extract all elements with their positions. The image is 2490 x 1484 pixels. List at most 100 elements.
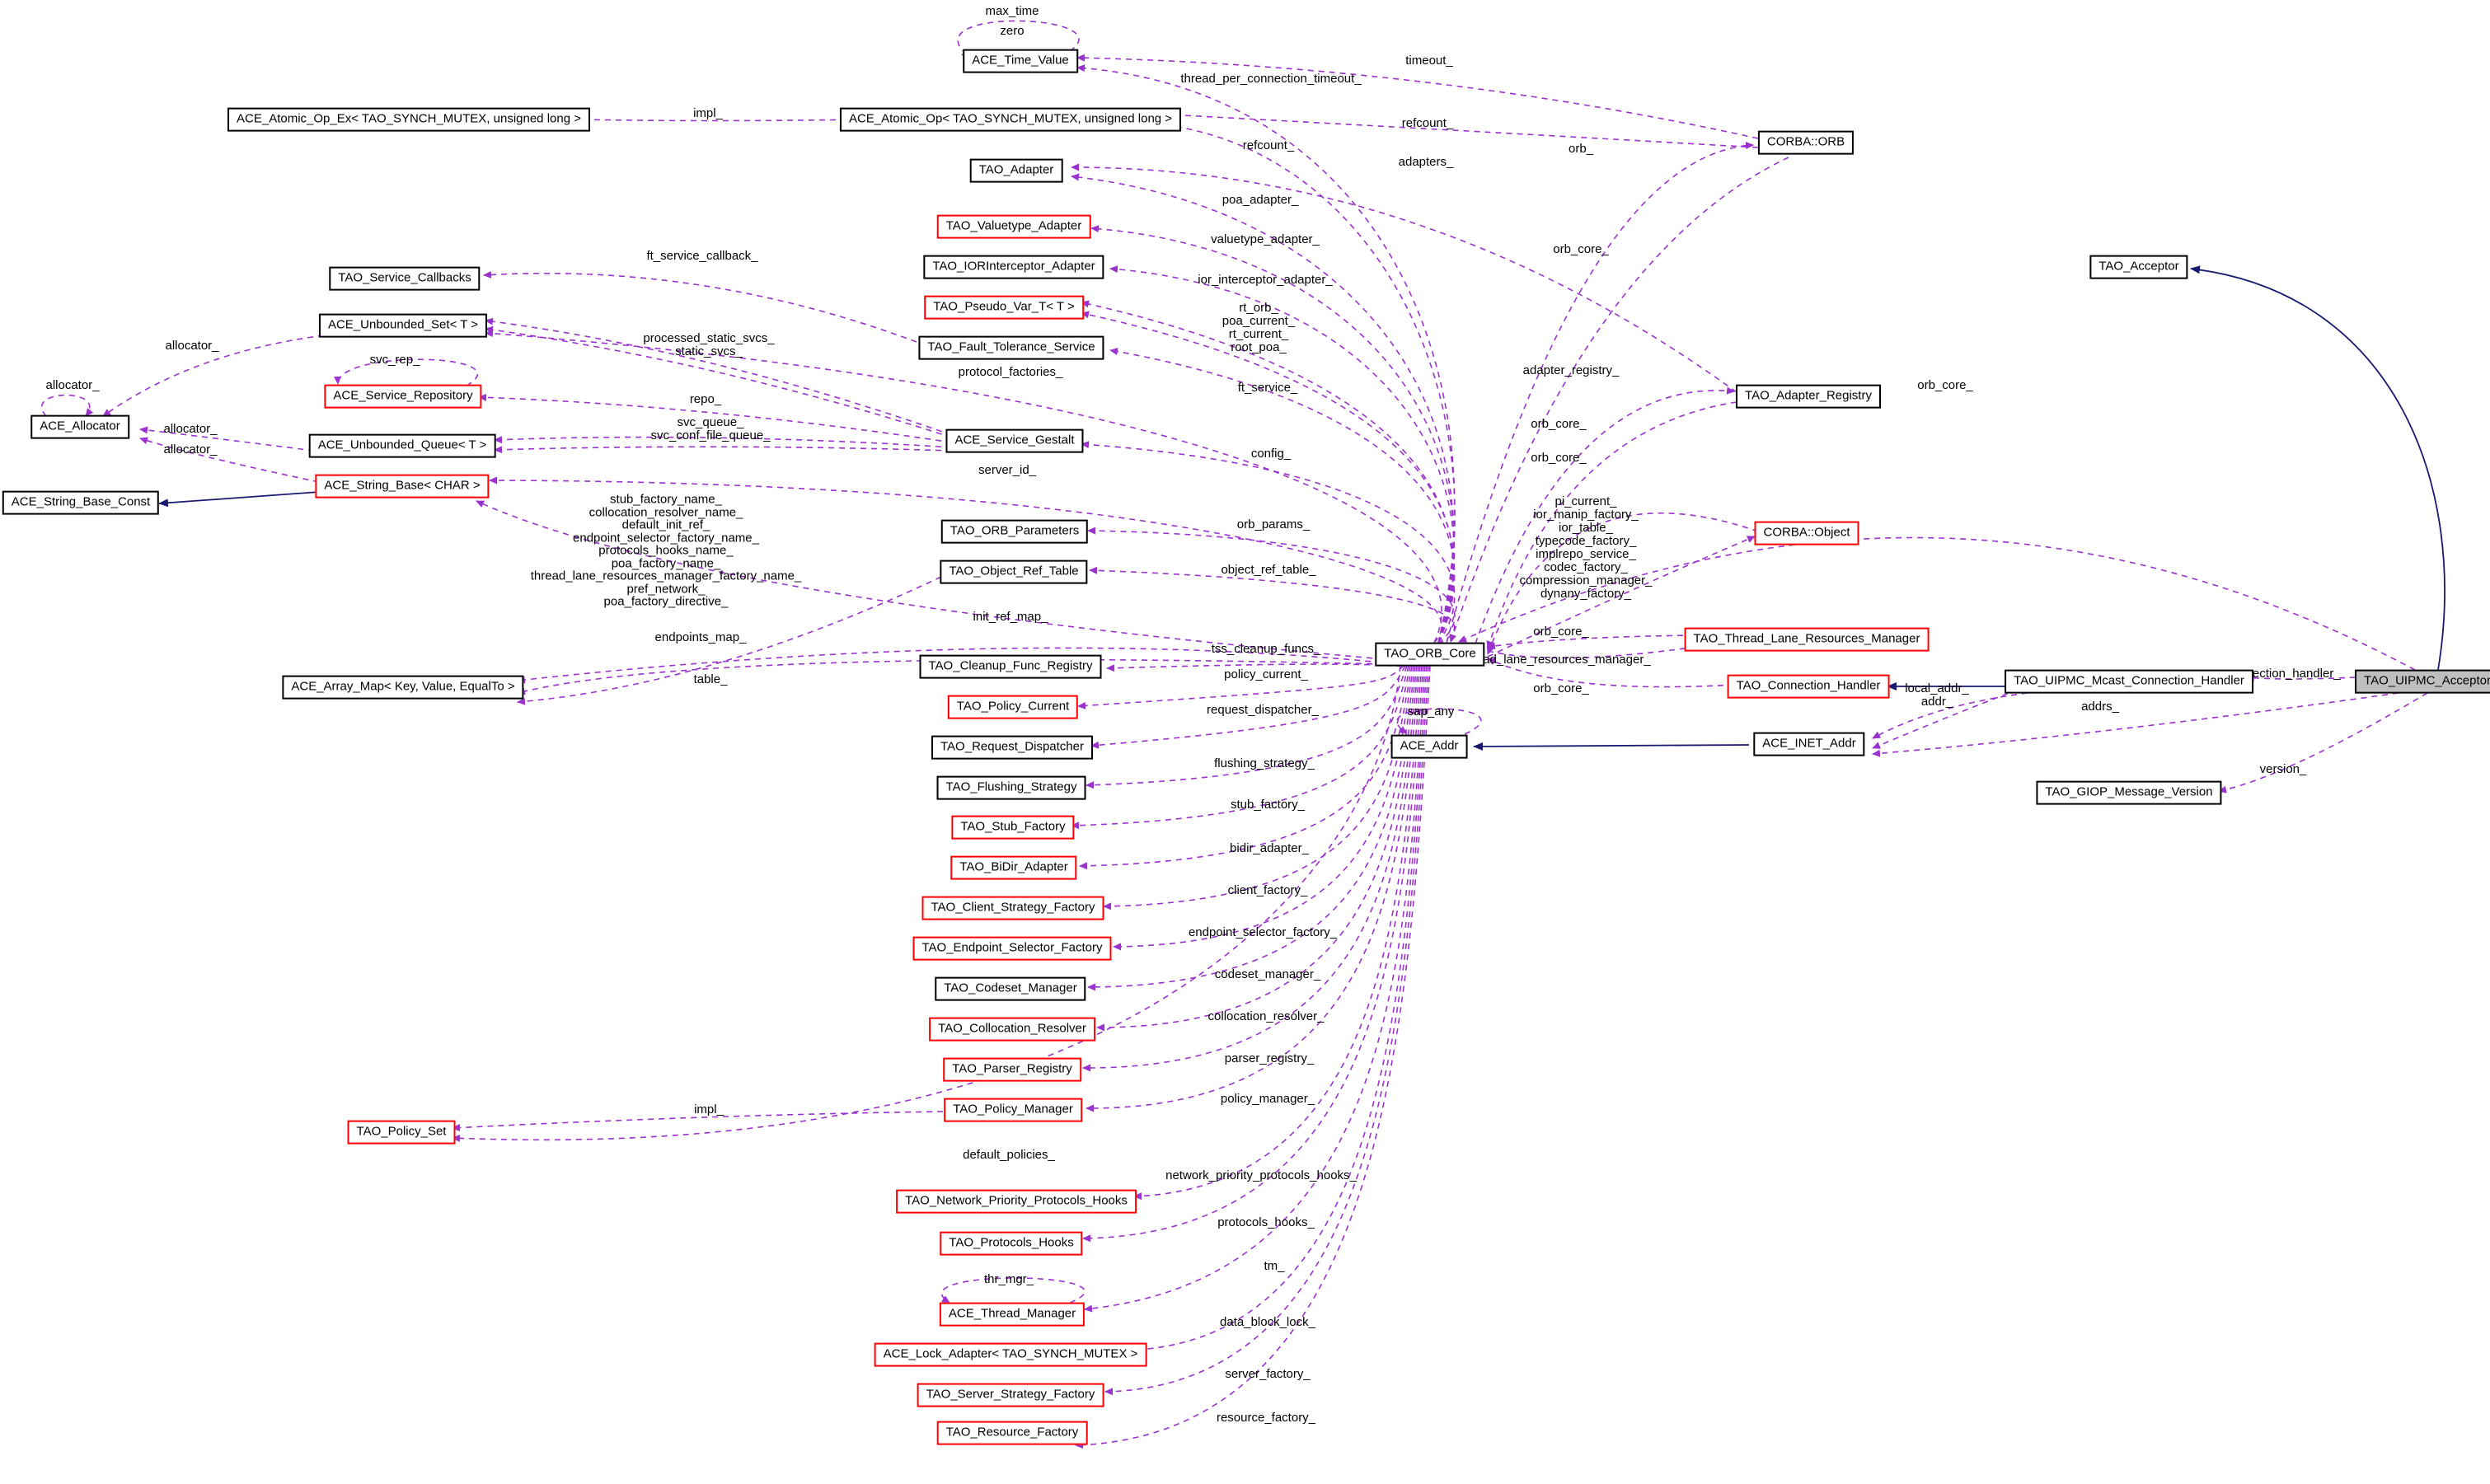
edge-22 xyxy=(494,446,953,454)
edge-label-line: ior_interceptor_adapter_ xyxy=(1198,273,1333,287)
edge-label-rt-orb: rt_orb_poa_current_rt_current_root_poa_ xyxy=(1222,302,1295,354)
class-node-tao-collocation-resolver[interactable]: TAO_Collocation_Resolver xyxy=(929,1017,1095,1042)
class-node-tao-client-strategy-factory[interactable]: TAO_Client_Strategy_Factory xyxy=(921,896,1104,920)
class-node-tao-network-priority-protocols-hooks[interactable]: TAO_Network_Priority_Protocols_Hooks xyxy=(896,1189,1137,1214)
class-node-tao-adapter[interactable]: TAO_Adapter xyxy=(969,158,1063,183)
edge-label-allocator: allocator_ xyxy=(45,379,99,392)
class-node-tao-resource-factory[interactable]: TAO_Resource_Factory xyxy=(936,1421,1088,1445)
edge-label-line: init_ref_map_ xyxy=(973,610,1048,624)
class-node-ace-service-repository[interactable]: ACE_Service_Repository xyxy=(324,384,482,409)
class-node-tao-request-dispatcher[interactable]: TAO_Request_Dispatcher xyxy=(931,735,1093,760)
edge-36 xyxy=(1106,663,1403,672)
edge-label-line: valuetype_adapter_ xyxy=(1211,232,1320,246)
class-node-tao-giop-message-version[interactable]: TAO_GIOP_Message_Version xyxy=(2036,780,2222,805)
class-node-ace-atomic-op[interactable]: ACE_Atomic_Op< TAO_SYNCH_MUTEX, unsigned… xyxy=(839,107,1182,132)
class-node-ace-inet-addr[interactable]: ACE_INET_Addr xyxy=(1753,732,1865,756)
edge-label-line: pi_current_ xyxy=(1554,494,1617,508)
edge-label-timeout: timeout_ xyxy=(1405,54,1453,68)
edge-16 xyxy=(483,270,917,343)
class-node-ace-lock-adapter[interactable]: ACE_Lock_Adapter< TAO_SYNCH_MUTEX > xyxy=(874,1342,1147,1367)
edge-10 xyxy=(1109,265,1456,644)
edge-59 xyxy=(1486,512,1759,655)
edge-label-line: request_dispatcher_ xyxy=(1207,703,1319,717)
class-node-ace-string-base-const[interactable]: ACE_String_Base_Const xyxy=(2,490,160,515)
edge-label-line: sap_any xyxy=(1407,705,1455,719)
class-node-tao-policy-set[interactable]: TAO_Policy_Set xyxy=(347,1120,456,1145)
class-node-tao-iorinterceptor-adapter[interactable]: TAO_IORInterceptor_Adapter xyxy=(923,255,1104,279)
class-node-tao-acceptor[interactable]: TAO_Acceptor xyxy=(2089,255,2188,279)
class-node-corba-object[interactable]: CORBA::Object xyxy=(1754,521,1859,545)
class-node-tao-endpoint-selector-factory[interactable]: TAO_Endpoint_Selector_Factory xyxy=(912,936,1112,961)
edge-label-endpoint-selector-factory: endpoint_selector_factory_ xyxy=(1189,926,1337,939)
class-node-tao-protocols-hooks[interactable]: TAO_Protocols_Hooks xyxy=(940,1231,1083,1256)
edge-32 xyxy=(1089,566,1456,645)
class-node-tao-object-ref-table[interactable]: TAO_Object_Ref_Table xyxy=(940,559,1088,584)
class-node-tao-parser-registry[interactable]: TAO_Parser_Registry xyxy=(943,1057,1081,1082)
edge-71 xyxy=(1473,742,1750,751)
edge-label-line: svc_queue_ xyxy=(677,415,744,429)
edge-58 xyxy=(1486,401,1737,649)
class-node-ace-thread-manager[interactable]: ACE_Thread_Manager xyxy=(939,1302,1086,1327)
class-node-tao-flushing-strategy[interactable]: TAO_Flushing_Strategy xyxy=(936,775,1086,800)
class-node-tao-adapter-registry[interactable]: TAO_Adapter_Registry xyxy=(1736,384,1881,409)
edge-label-line: ft_service_ xyxy=(1237,381,1298,395)
class-node-ace-array-map[interactable]: ACE_Array_Map< Key, Value, EqualTo > xyxy=(282,675,524,700)
edge-label-codeset-manager: codeset_manager_ xyxy=(1215,968,1320,981)
edge-label-line: poa_factory_directive_ xyxy=(603,594,729,609)
edge-label-line: orb_core_ xyxy=(1533,625,1589,639)
class-node-ace-unbounded-set[interactable]: ACE_Unbounded_Set< T > xyxy=(318,313,488,338)
class-node-tao-orb-parameters[interactable]: TAO_ORB_Parameters xyxy=(940,519,1089,544)
edge-label-ft-service: ft_service_ xyxy=(1238,382,1298,395)
edge-26 xyxy=(40,394,94,417)
class-node-tao-bidir-adapter[interactable]: TAO_BiDir_Adapter xyxy=(950,855,1077,880)
edge-label-bidir-adapter: bidir_adapter_ xyxy=(1230,842,1309,855)
edge-label-object-ref-table: object_ref_table_ xyxy=(1221,564,1315,577)
edge-label-line: repo_ xyxy=(689,392,722,406)
edge-19 xyxy=(334,358,478,386)
edge-label-valuetype-adapter: valuetype_adapter_ xyxy=(1211,233,1320,246)
edge-label-adapter-registry: adapter_registry_ xyxy=(1523,364,1620,377)
class-node-tao-policy-current[interactable]: TAO_Policy_Current xyxy=(947,695,1079,719)
class-node-tao-policy-manager[interactable]: TAO_Policy_Manager xyxy=(944,1098,1082,1122)
edge-label-line: orb_core_ xyxy=(1533,681,1589,695)
edge-label-line: bidir_adapter_ xyxy=(1230,841,1309,855)
class-node-tao-orb-core[interactable]: TAO_ORB_Core xyxy=(1375,642,1485,667)
class-node-tao-codeset-manager[interactable]: TAO_Codeset_Manager xyxy=(935,976,1086,1001)
class-node-ace-addr[interactable]: ACE_Addr xyxy=(1390,734,1468,759)
class-node-ace-atomic-op-ex[interactable]: ACE_Atomic_Op_Ex< TAO_SYNCH_MUTEX, unsig… xyxy=(227,107,590,132)
class-node-tao-thread-lane-resources-manager[interactable]: TAO_Thread_Lane_Resources_Manager xyxy=(1684,627,1930,652)
edge-label-line: config_ xyxy=(1250,447,1292,461)
edge-54 xyxy=(1137,665,1428,1353)
edge-label-line: dynany_factory_ xyxy=(1540,587,1632,601)
edge-label-processed-static-svcs: processed_static_svcs_static_svcs_ xyxy=(643,332,774,358)
class-node-ace-string-base[interactable]: ACE_String_Base< CHAR > xyxy=(315,474,490,499)
class-node-tao-valuetype-adapter[interactable]: TAO_Valuetype_Adapter xyxy=(936,214,1091,239)
class-node-ace-unbounded-queue[interactable]: ACE_Unbounded_Queue< T > xyxy=(308,433,496,458)
class-node-ace-time-value[interactable]: ACE_Time_Value xyxy=(963,49,1078,73)
class-node-tao-uipmc-acceptor: TAO_UIPMC_Acceptor xyxy=(2355,669,2490,694)
class-node-tao-server-strategy-factory[interactable]: TAO_Server_Strategy_Factory xyxy=(917,1383,1104,1407)
class-node-tao-connection-handler[interactable]: TAO_Connection_Handler xyxy=(1727,674,1890,699)
edge-label-default-policies: default_policies_ xyxy=(963,1149,1055,1162)
edge-65 xyxy=(2246,674,2356,682)
edge-48 xyxy=(452,1111,944,1132)
edge-label-line: collocation_resolver_name_ xyxy=(589,504,743,519)
class-node-tao-cleanup-func-registry[interactable]: TAO_Cleanup_Func_Registry xyxy=(919,654,1102,679)
class-node-tao-fault-tolerance-service[interactable]: TAO_Fault_Tolerance_Service xyxy=(918,335,1104,360)
edge-label-server-id: server_id_ xyxy=(978,464,1036,477)
edge-label-line: protocols_hooks_name_ xyxy=(598,543,734,558)
class-node-tao-pseudo-var-t[interactable]: TAO_Pseudo_Var_T< T > xyxy=(924,295,1084,320)
class-node-tao-uipmc-mcast-connection-handler[interactable]: TAO_UIPMC_Mcast_Connection_Handler xyxy=(2005,669,2253,694)
class-node-corba-orb[interactable]: CORBA::ORB xyxy=(1757,130,1855,155)
edge-label-poa-adapter: poa_adapter_ xyxy=(1222,194,1299,207)
class-node-ace-service-gestalt[interactable]: ACE_Service_Gestalt xyxy=(945,428,1084,453)
class-node-ace-allocator[interactable]: ACE_Allocator xyxy=(30,414,129,439)
edge-label-line: orb_core_ xyxy=(1531,417,1587,431)
edge-label-orb-core: orb_core_ xyxy=(1553,243,1609,256)
edge-label-line: root_poa_ xyxy=(1231,340,1287,354)
class-node-tao-service-callbacks[interactable]: TAO_Service_Callbacks xyxy=(329,266,481,291)
class-node-tao-stub-factory[interactable]: TAO_Stub_Factory xyxy=(951,815,1075,840)
edge-label-client-factory: client_factory_ xyxy=(1228,884,1308,897)
